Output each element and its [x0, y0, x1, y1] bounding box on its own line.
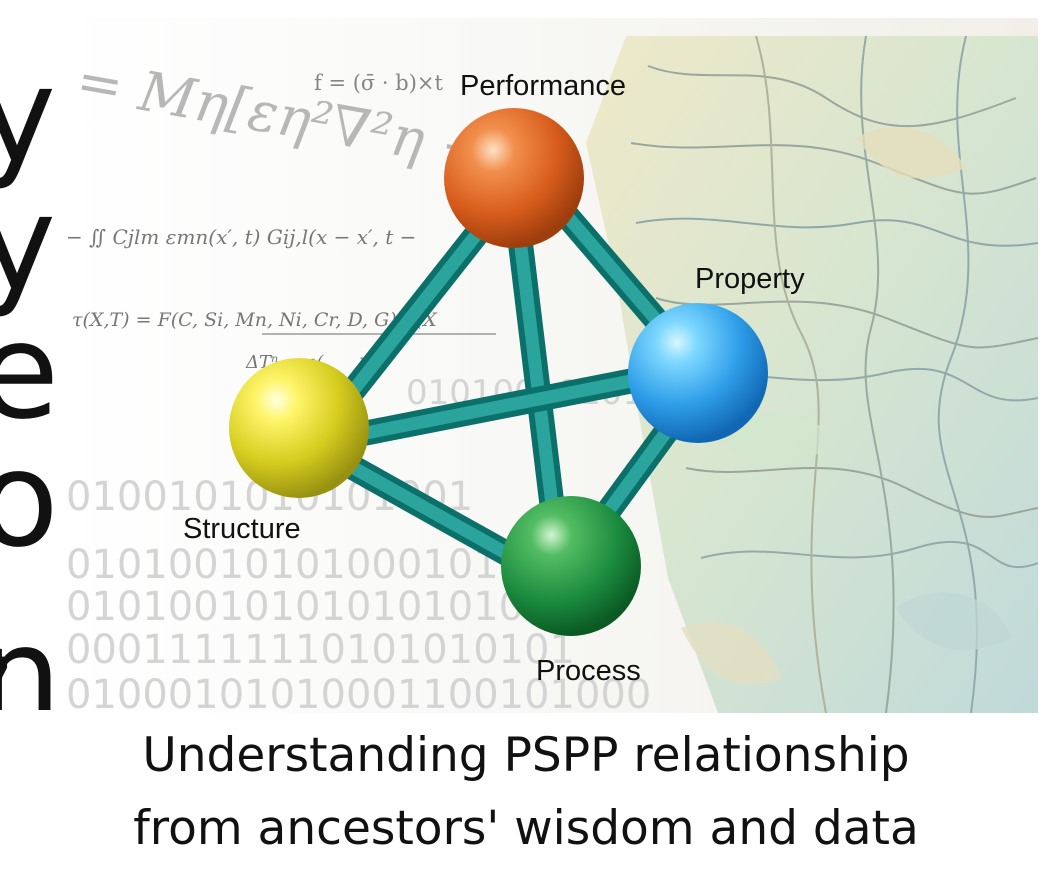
- structure-label: Structure: [183, 513, 301, 545]
- pspp-diagram-svg: f = (σ̄ · b)×t = Mη[εη²∇²η − − ∬ Cjlm εm…: [66, 18, 1038, 713]
- pspp-figure: f = (σ̄ · b)×t = Mη[εη²∇²η − − ∬ Cjlm εm…: [66, 18, 1038, 713]
- caption-line-2: from ancestors' wisdom and data: [133, 801, 919, 856]
- structure-node: [229, 358, 369, 498]
- equation-f: f = (σ̄ · b)×t: [314, 71, 444, 95]
- property-node: [628, 303, 768, 443]
- property-label: Property: [695, 263, 805, 295]
- left-fragment-6: n: [0, 599, 62, 710]
- binary-watermark: 01010010101 0100101010101001 01010010101…: [66, 373, 651, 713]
- left-fragment-2: y: [0, 167, 57, 321]
- binary-row-4: 01010010101010101010: [66, 584, 575, 630]
- left-fragment-3: e: [0, 295, 60, 449]
- equation-tau: τ(X,T) = F(C, Si, Mn, Ni, Cr, D, G) S(X: [72, 309, 438, 331]
- process-node: [501, 496, 641, 636]
- performance-node: [444, 108, 584, 248]
- microstructure-map: [586, 35, 1038, 713]
- left-cropped-text: y y e o , n: [0, 0, 78, 710]
- left-fragment-4: o: [0, 423, 59, 577]
- binary-row-6: 01000101010001100101000: [66, 672, 651, 713]
- process-label: Process: [536, 655, 641, 687]
- pspp-nodes: [229, 108, 768, 636]
- equation-integral: − ∬ Cjlm εmn(x′, t) Gij,l(x − x′, t −: [66, 225, 416, 249]
- pspp-labels: Performance Property Structure Process: [183, 70, 805, 687]
- left-fragment-5: ,: [0, 562, 20, 694]
- performance-label: Performance: [460, 70, 626, 102]
- caption-line-1: Understanding PSPP relationship: [142, 728, 910, 783]
- left-fragment-1: y: [0, 39, 57, 193]
- binary-row-5: 00011111110101010101: [66, 627, 575, 673]
- binary-row-3: 01010010101000101: [66, 542, 499, 588]
